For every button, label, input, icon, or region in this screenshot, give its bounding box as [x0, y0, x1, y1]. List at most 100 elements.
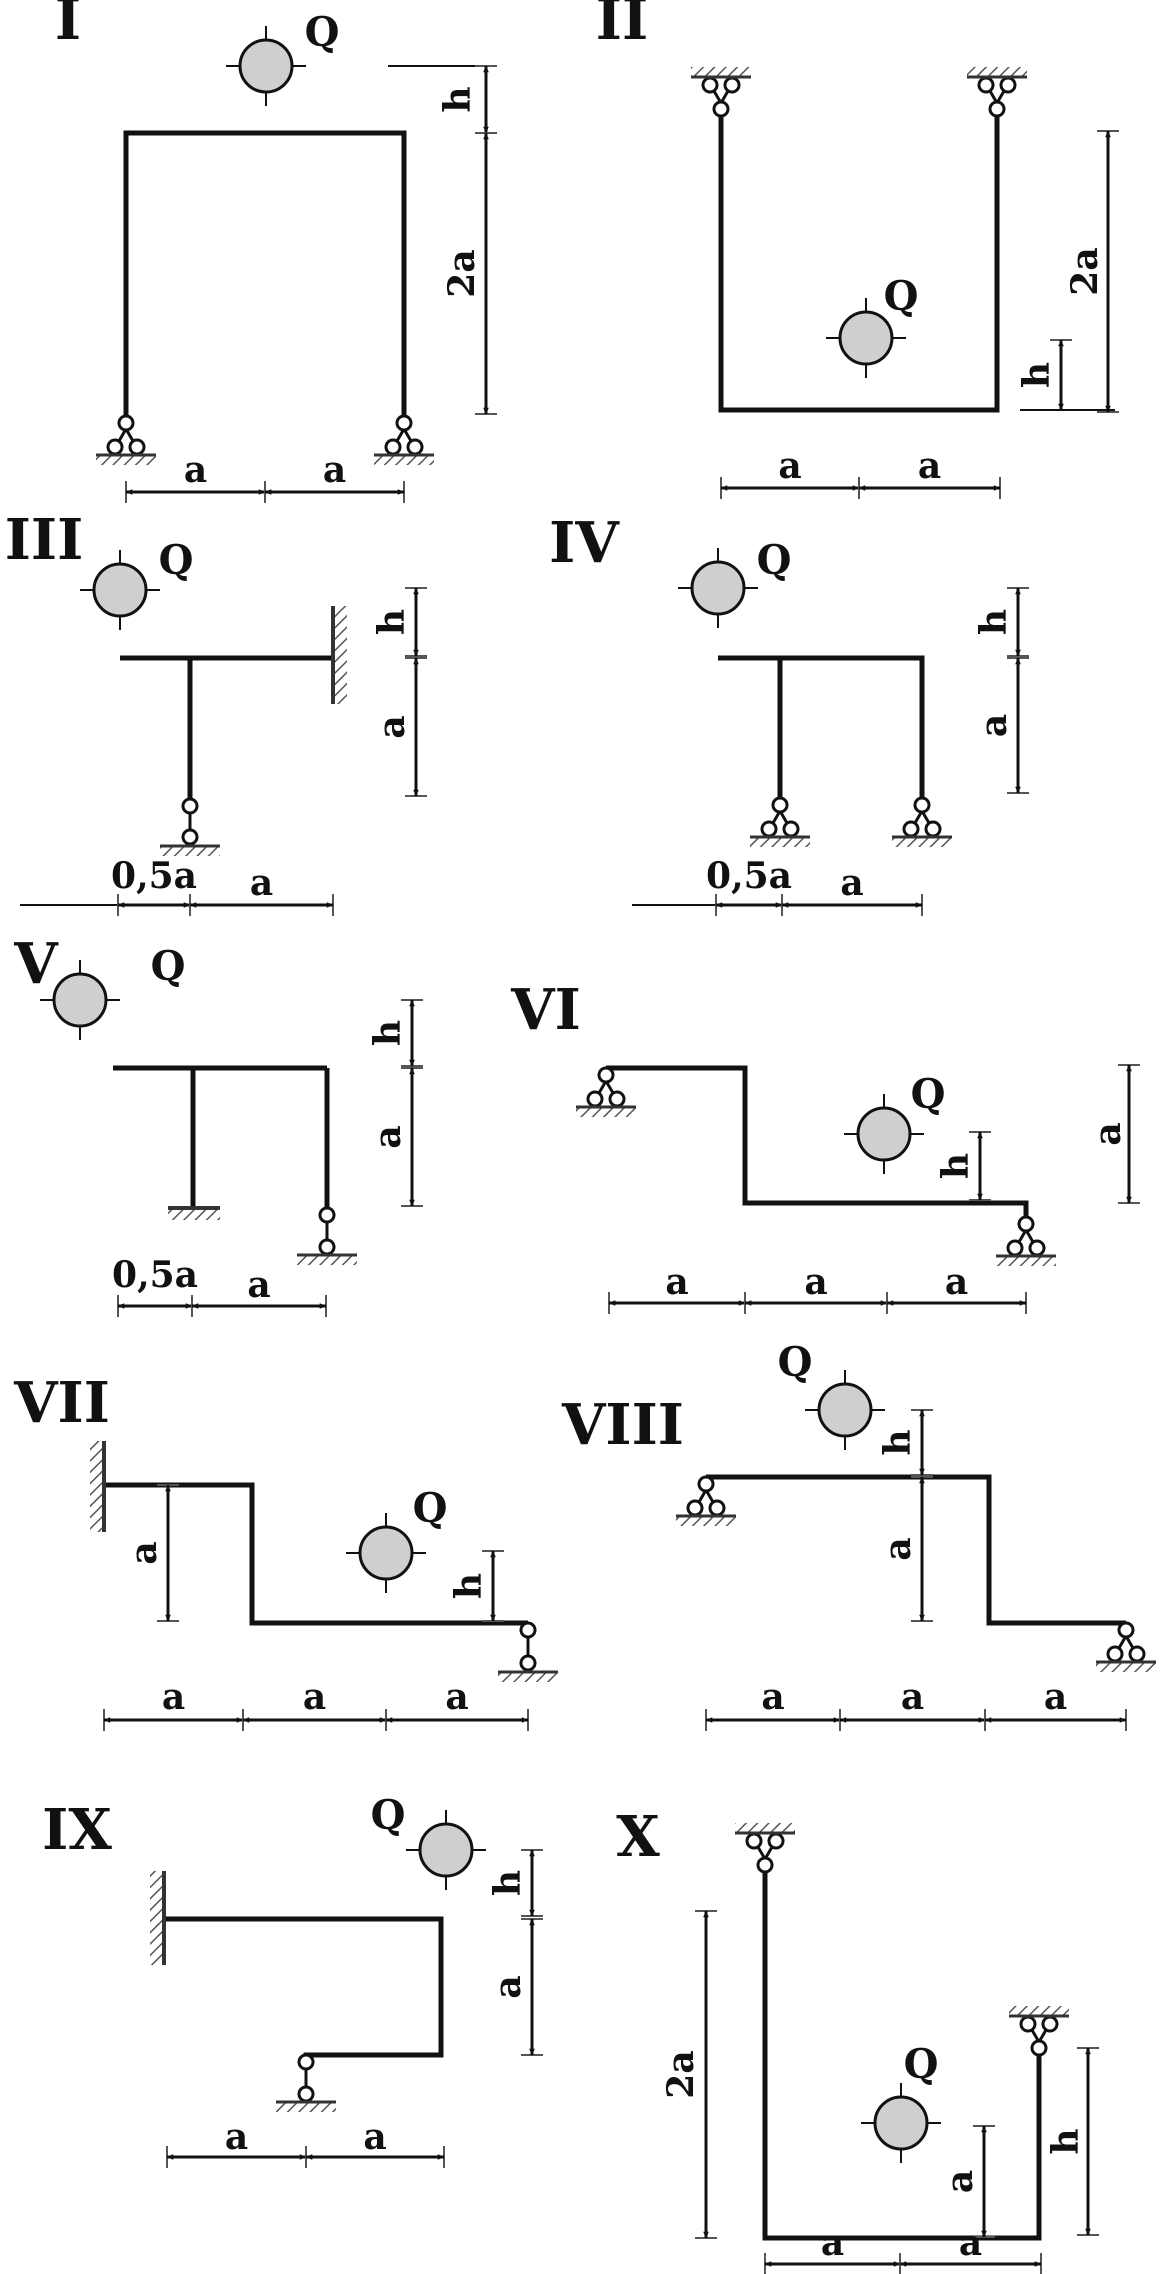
dimension-label: a	[804, 1261, 827, 1303]
frame-member	[706, 1474, 1126, 1626]
support-roller	[181, 797, 199, 815]
dimension-label: h	[437, 86, 479, 112]
support-roller	[1128, 1645, 1146, 1663]
support-roller	[1030, 2039, 1048, 2057]
ground-hatch	[498, 1672, 558, 1682]
ground-hatch	[735, 1823, 795, 1833]
dimension-label: h	[487, 1870, 529, 1896]
dimension-label: a	[247, 1264, 270, 1306]
frame-member	[164, 1916, 444, 2062]
dimension-label: a	[1044, 1676, 1067, 1718]
frame-member	[718, 655, 925, 798]
support-roller	[1106, 1645, 1124, 1663]
dimension-label: a	[945, 1261, 968, 1303]
dimension-label: a	[778, 445, 801, 487]
dimension-label: a	[184, 449, 207, 491]
support-roller	[1019, 2015, 1037, 2033]
load-label-q: Q	[884, 273, 919, 320]
panel-numeral: VI	[510, 977, 581, 1043]
support-roller	[597, 1066, 615, 1084]
support-roller	[519, 1654, 537, 1672]
support-roller	[106, 438, 124, 456]
load-circle	[817, 1382, 873, 1438]
ground-hatch	[967, 67, 1027, 77]
dimension-label: a	[761, 1676, 784, 1718]
support-roller	[723, 76, 741, 94]
dimension-label: h	[371, 609, 413, 635]
load-label-q: Q	[371, 1792, 406, 1839]
dimension-label: a	[303, 1676, 326, 1718]
ground-hatch	[297, 1255, 357, 1265]
dimension-label: h	[1045, 2128, 1087, 2154]
support-roller	[745, 1832, 763, 1850]
dimension-label: a	[959, 2222, 982, 2264]
panel-numeral: I	[55, 0, 81, 53]
dimension-label: a	[323, 449, 346, 491]
support-roller	[913, 796, 931, 814]
load-label-q: Q	[413, 1485, 448, 1532]
dimension-label: a	[363, 2116, 386, 2158]
load-circle	[52, 972, 108, 1028]
dimension-label: a	[487, 1975, 529, 1998]
support-roller	[384, 438, 402, 456]
load-circle	[856, 1106, 912, 1162]
load-label-q: Q	[904, 2041, 939, 2088]
fixed-wall-hatch	[333, 606, 347, 704]
ground-hatch	[691, 67, 751, 77]
ground-hatch	[1096, 1662, 1156, 1672]
support-roller	[902, 820, 920, 838]
dimension-label: h	[935, 1153, 977, 1179]
support-roller	[1028, 1239, 1046, 1257]
dimension-label: a	[371, 715, 413, 738]
support-roller	[782, 820, 800, 838]
load-label-q: Q	[151, 943, 186, 990]
support-roller	[297, 2085, 315, 2103]
support-roller	[318, 1238, 336, 1256]
load-circle	[418, 1822, 474, 1878]
panel-numeral: V	[13, 931, 59, 997]
load-circle	[358, 1525, 414, 1581]
panel-numeral: II	[596, 0, 648, 53]
load-circle	[873, 2095, 929, 2151]
dimension-label: h	[877, 1429, 919, 1455]
fixed-wall-hatch	[150, 1871, 164, 1965]
fixed-ground-hatch	[168, 1208, 220, 1220]
panel-numeral: VII	[13, 1370, 110, 1436]
support-roller	[128, 438, 146, 456]
support-roller	[406, 438, 424, 456]
dimension-label: a	[973, 714, 1015, 737]
support-roller	[1117, 1621, 1135, 1639]
support-roller	[318, 1206, 336, 1224]
dimension-label: h	[367, 1020, 409, 1046]
frame-member	[718, 116, 1000, 413]
support-roller	[771, 796, 789, 814]
frame-member	[606, 1065, 1029, 1217]
dimension-label: a	[367, 1125, 409, 1148]
load-label-q: Q	[911, 1071, 946, 1118]
fixed-wall-hatch	[90, 1441, 104, 1532]
ground-hatch	[576, 1107, 636, 1117]
panel-numeral: III	[5, 507, 84, 573]
load-label-q: Q	[305, 9, 340, 56]
dimension-label: a	[821, 2222, 844, 2264]
ground-hatch	[750, 837, 810, 847]
support-roller	[608, 1090, 626, 1108]
ground-hatch	[676, 1516, 736, 1526]
dimension-label: h	[1016, 362, 1058, 388]
ground-hatch	[374, 455, 434, 465]
support-roller	[712, 100, 730, 118]
dimension-label: a	[918, 445, 941, 487]
dimension-label: a	[123, 1541, 165, 1564]
load-circle	[238, 38, 294, 94]
dimension-label: a	[162, 1676, 185, 1718]
support-roller	[519, 1621, 537, 1639]
load-circle	[92, 562, 148, 618]
load-label-q: Q	[757, 537, 792, 584]
support-roller	[117, 414, 135, 432]
load-circle	[690, 560, 746, 616]
dimension-label: a	[665, 1261, 688, 1303]
support-roller	[701, 76, 719, 94]
dimension-label: 0,5a	[111, 855, 197, 897]
support-roller	[697, 1475, 715, 1493]
support-roller	[297, 2053, 315, 2071]
